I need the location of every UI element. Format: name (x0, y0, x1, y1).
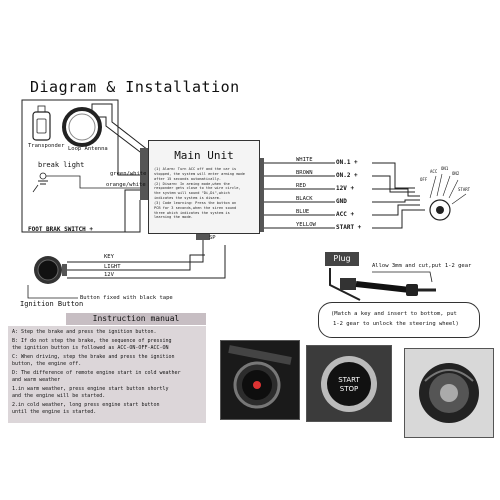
main-unit-title: Main Unit (174, 149, 234, 162)
start-button-text-2: STOP (339, 385, 359, 393)
bubble-line-2: 1-2 gear to unlock the steering wheel) (333, 321, 459, 327)
button-wire-light: LIGHT (104, 264, 121, 270)
main-unit-line: three which indicates the system is (154, 210, 230, 215)
terminal-on2: ON.2 + (336, 172, 358, 179)
button-wire-12v: 12V (104, 272, 114, 278)
break-light-icon (32, 172, 48, 193)
ign-label-off: OFF (420, 177, 428, 182)
instruction-line: A: Step the brake and press the ignition… (12, 329, 157, 335)
plug-instruction-bubble: (Match a key and insert to bottom, put 1… (318, 302, 480, 338)
photo-button-close-up (220, 340, 300, 420)
instruction-line: and warm weather (12, 377, 61, 383)
loop-antenna-icon (62, 107, 102, 147)
break-light-label: break light (38, 161, 85, 169)
main-unit-line: indicates the system is disarm. (154, 196, 222, 201)
main-unit-line: (2) Disarm: In arming mode,when the (154, 181, 230, 186)
transponder-icon (32, 105, 51, 141)
transponder-label: Transponder (28, 143, 65, 149)
terminal-acc: ACC + (336, 211, 355, 218)
left-wire-label-1: orange/white (106, 182, 146, 188)
wire-color-brown: BROWN (296, 170, 313, 176)
main-unit-line: after 15 seconds automatically. (154, 176, 222, 181)
photo-button-art (221, 341, 299, 419)
foot-brake-switch-label: FOOT BRAK SWITCH + (28, 226, 94, 233)
ignition-button-icon (34, 256, 67, 284)
wire-color-red: RED (296, 183, 306, 189)
loop-antenna-label: Loop Antenna (68, 146, 108, 152)
wire-color-black: BLACK (296, 196, 313, 202)
button-wire-key: KEY (104, 254, 114, 260)
main-unit-line: the system will sound "Di,Di",which (154, 191, 230, 196)
page-title: Diagram & Installation (30, 78, 240, 96)
instruction-line: button, the engine off. (12, 361, 82, 367)
plug-cut-note: Allow 3mm and cut,put 1-2 gear (372, 263, 472, 269)
main-unit-line: learning the mode. (154, 215, 193, 220)
instruction-line: D: The difference of remote engine start… (12, 370, 181, 376)
plug-label: Plug (325, 252, 359, 266)
main-unit-line: (3) Code learning: Press the button on (154, 200, 237, 205)
instruction-line: B: If do not step the brake, the sequenc… (12, 338, 172, 344)
instruction-line: until the engine is started. (12, 409, 97, 415)
instruction-box: A: Step the brake and press the ignition… (8, 326, 206, 423)
instruction-title: Instruction manual (66, 313, 206, 325)
main-unit-line: PCB for 3 seconds,when the siren sound (154, 205, 237, 210)
instruction-line: and the engine will be started. (12, 393, 106, 399)
instruction-line: C: When driving, step the brake and pres… (12, 354, 175, 360)
sp-label: SP (209, 235, 216, 241)
terminal-gnd: GND (336, 198, 347, 205)
left-wire-label-0: green/white (110, 171, 147, 177)
main-unit-description: (1) Alarm: Turn ACC off and the car is s… (154, 167, 254, 220)
button-tape-note: Button fixed with black tape (80, 295, 173, 301)
main-unit-line: stopped, the system will enter arming mo… (154, 171, 245, 176)
bubble-line-1: (Match a key and insert to bottom, put (331, 311, 457, 317)
wire-color-white: WHITE (296, 157, 313, 163)
ignition-switch-icon (429, 173, 467, 221)
ignition-button-label: Ignition Button (20, 300, 84, 308)
wire-color-blue: BLUE (296, 209, 310, 215)
photo-ignition-lock (404, 348, 494, 438)
instruction-line: 2.in cold weather, long press engine sta… (12, 402, 160, 408)
terminal-start: START + (336, 224, 362, 231)
main-unit-line: responder gets close to the wire circle, (154, 186, 241, 191)
ign-label-acc: ACC (430, 169, 438, 174)
instruction-line: 1.in warm weather, press engine start bu… (12, 386, 169, 392)
terminal-on1: ON.1 + (336, 159, 358, 166)
ign-label-start: START (458, 187, 471, 192)
plug-cable-icon (329, 268, 436, 301)
start-button-text-1: START (338, 376, 360, 384)
ign-label-on2: ON2 (452, 171, 460, 176)
main-unit: Main Unit (1) Alarm: Turn ACC off and th… (148, 140, 260, 234)
instruction-line: the ignition button is followed as ACC-O… (12, 345, 169, 351)
photo-start-art (307, 346, 391, 421)
main-unit-line: (1) Alarm: Turn ACC off and the car is (154, 167, 237, 171)
ign-label-on1: ON1 (441, 166, 449, 171)
photo-start-stop: START STOP (306, 345, 392, 422)
terminal-12v: 12V + (336, 185, 355, 192)
wire-color-yellow: YELLOW (296, 222, 316, 228)
photo-lock-art (405, 349, 493, 437)
